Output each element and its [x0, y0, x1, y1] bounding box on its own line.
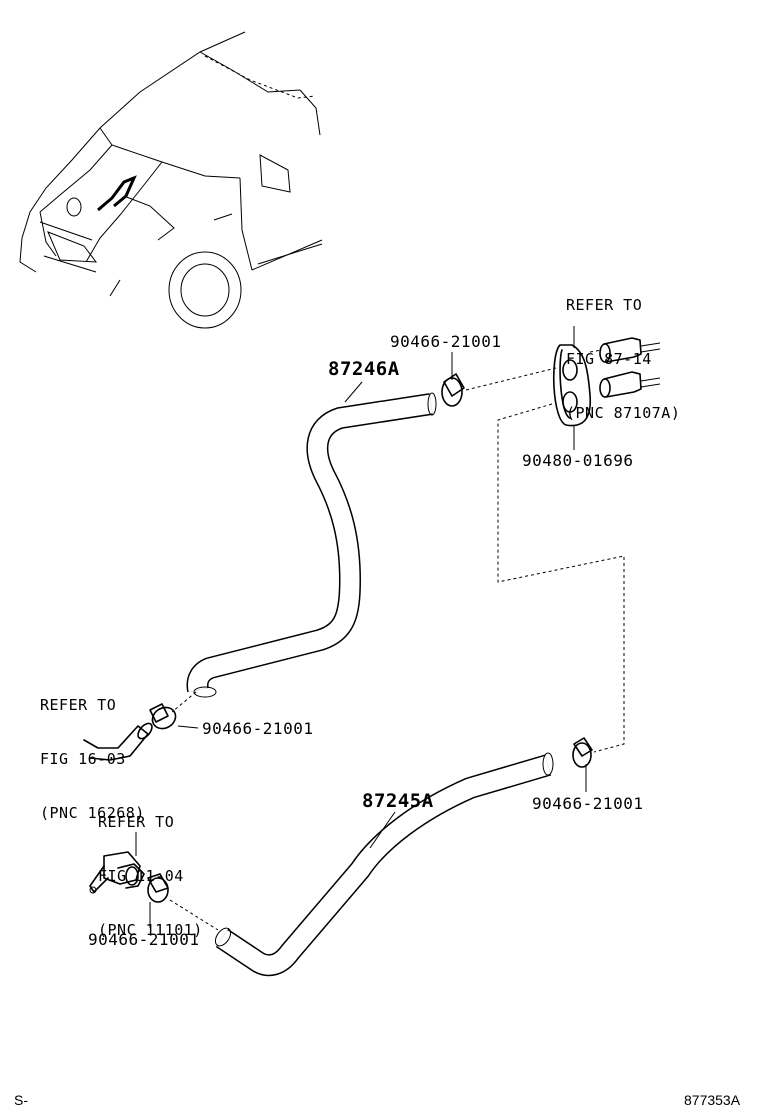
clamp-bottom	[147, 873, 169, 903]
clamp-right	[572, 737, 593, 768]
clamp-top	[441, 373, 465, 407]
ref-line: (PNC 11101)	[98, 921, 203, 939]
pump-fitting	[89, 851, 145, 894]
left-pipe	[83, 722, 153, 761]
label-grommet: 90480-01696	[522, 451, 634, 470]
footer-code: S-	[14, 1092, 28, 1108]
label-clamp-bottom: 90466-21001	[88, 930, 200, 949]
ref-line: FIG 16-03	[40, 750, 126, 768]
ref-line: REFER TO	[566, 296, 643, 314]
ref-line: FIG 11-04	[98, 867, 184, 885]
hose-87246A	[186, 392, 437, 698]
label-87246A: 87246A	[328, 358, 400, 380]
ref-note-fig-87-14: REFER TO FIG 87-14 (PNC 87107A)	[566, 260, 680, 440]
ref-line: (PNC 87107A)	[566, 404, 681, 422]
ref-line: REFER TO	[40, 696, 117, 714]
ref-note-fig-16-03: REFER TO FIG 16-03 (PNC 16268)	[40, 660, 145, 840]
clamp-left	[149, 703, 177, 730]
diagram-id: 877353A	[684, 1092, 741, 1108]
label-87245A: 87245A	[362, 790, 434, 812]
vehicle-illustration	[19, 31, 323, 329]
label-clamp-left: 90466-21001	[202, 719, 314, 738]
label-clamp-right: 90466-21001	[532, 794, 644, 813]
dashed-routing	[169, 349, 625, 931]
hose-87245A	[214, 752, 554, 977]
washer-pipes	[599, 337, 661, 398]
ref-line: (PNC 16268)	[40, 804, 145, 822]
ref-line: REFER TO	[98, 813, 175, 831]
ref-note-fig-11-04: REFER TO FIG 11-04 (PNC 11101)	[98, 777, 203, 957]
grommet	[552, 344, 591, 427]
leader-lines	[135, 326, 587, 928]
label-clamp-top: 90466-21001	[390, 332, 502, 351]
ref-line: FIG 87-14	[566, 350, 652, 368]
